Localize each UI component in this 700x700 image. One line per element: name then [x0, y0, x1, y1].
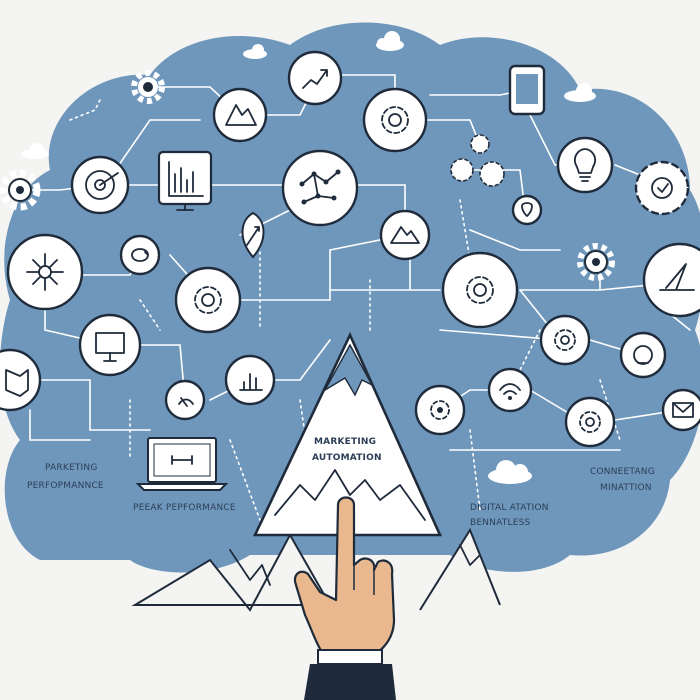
- cloud-icon: [488, 460, 532, 484]
- laptop-icon: [135, 437, 229, 491]
- cloud-icon: [21, 143, 49, 159]
- gear-icon: [466, 276, 494, 304]
- gear-icon: [381, 106, 409, 134]
- network-icon: [299, 169, 341, 205]
- label-automation: AUTOMATION: [312, 453, 382, 463]
- gear-icon: [554, 329, 576, 351]
- node-analytics-screen: [157, 150, 213, 211]
- gear-icon: [579, 411, 601, 433]
- node-sailboat: [642, 242, 700, 318]
- node-target: [70, 155, 130, 215]
- gear-icon: [131, 70, 165, 104]
- node-mountain: [212, 87, 268, 143]
- node-small-refresh: [119, 234, 161, 276]
- wifi-icon: [499, 383, 521, 400]
- label-perfopmannce: PERFOPMANNCE: [27, 481, 104, 491]
- label-digital-atation: DIGITAL ATATION: [470, 503, 549, 513]
- node-badge: [511, 194, 543, 226]
- labels: PARKETING PERFOPMANNCE PEEAK PEPFORMANCE…: [27, 437, 655, 528]
- cloud-icon: [243, 44, 267, 59]
- node-map: [0, 348, 42, 412]
- label-peak-performance: PEEAK PEPFORMANCE: [133, 503, 236, 513]
- node-bar-chart: [224, 354, 276, 406]
- mountain-icon: [390, 226, 420, 244]
- gear-icon: [194, 286, 222, 314]
- node-gear-right: [441, 251, 519, 329]
- node-gear-lower-right: [564, 396, 616, 448]
- node-mountain-small: [379, 209, 431, 261]
- node-gear-center: [174, 266, 242, 334]
- mountains: [131, 331, 501, 612]
- chart-icon: [302, 69, 328, 89]
- monitor-icon: [95, 332, 125, 362]
- chart-icon: [239, 373, 263, 391]
- label-bennatless: BENNATLESS: [470, 518, 530, 528]
- node-mail: [661, 388, 700, 432]
- node-gear-top: [362, 87, 428, 153]
- phone-icon: [516, 74, 538, 104]
- mail-icon: [672, 402, 694, 418]
- network-icon: [26, 253, 64, 291]
- node-gear-right-mid: [539, 314, 591, 366]
- cloud-icon: [564, 83, 596, 102]
- gear-icon: [0, 169, 41, 211]
- label-marketing: MARKETING: [314, 437, 376, 447]
- gear-icon: [577, 243, 615, 281]
- node-monitor: [78, 313, 142, 377]
- node-rating: [634, 160, 690, 216]
- gear-icon: [450, 134, 505, 187]
- node-wifi: [487, 367, 533, 413]
- dotted-lines: [69, 99, 621, 521]
- gear-icon: [430, 400, 450, 420]
- node-signal: [164, 379, 206, 421]
- label-conneetang: CONNEETANG: [590, 467, 655, 477]
- rocket-icon: [246, 226, 260, 246]
- small-clouds: [21, 31, 596, 484]
- puzzle-cluster: [450, 134, 505, 187]
- node-rocket: [241, 211, 265, 259]
- cloud-icon: [376, 31, 404, 51]
- node-phone: [508, 64, 546, 116]
- node-lightbulb: [556, 136, 614, 194]
- node-growth-chart: [287, 50, 343, 106]
- label-parketing: PARKETING: [45, 463, 98, 473]
- hand-pointer-icon: [293, 496, 396, 700]
- node-network-hub: [6, 233, 84, 311]
- lightbulb-icon: [573, 148, 597, 182]
- label-minattion: MINATTION: [600, 483, 652, 493]
- mountain-icon: [225, 104, 257, 126]
- node-gear-settings: [414, 384, 466, 436]
- node-network-map: [281, 149, 359, 227]
- node-robot: [619, 331, 667, 379]
